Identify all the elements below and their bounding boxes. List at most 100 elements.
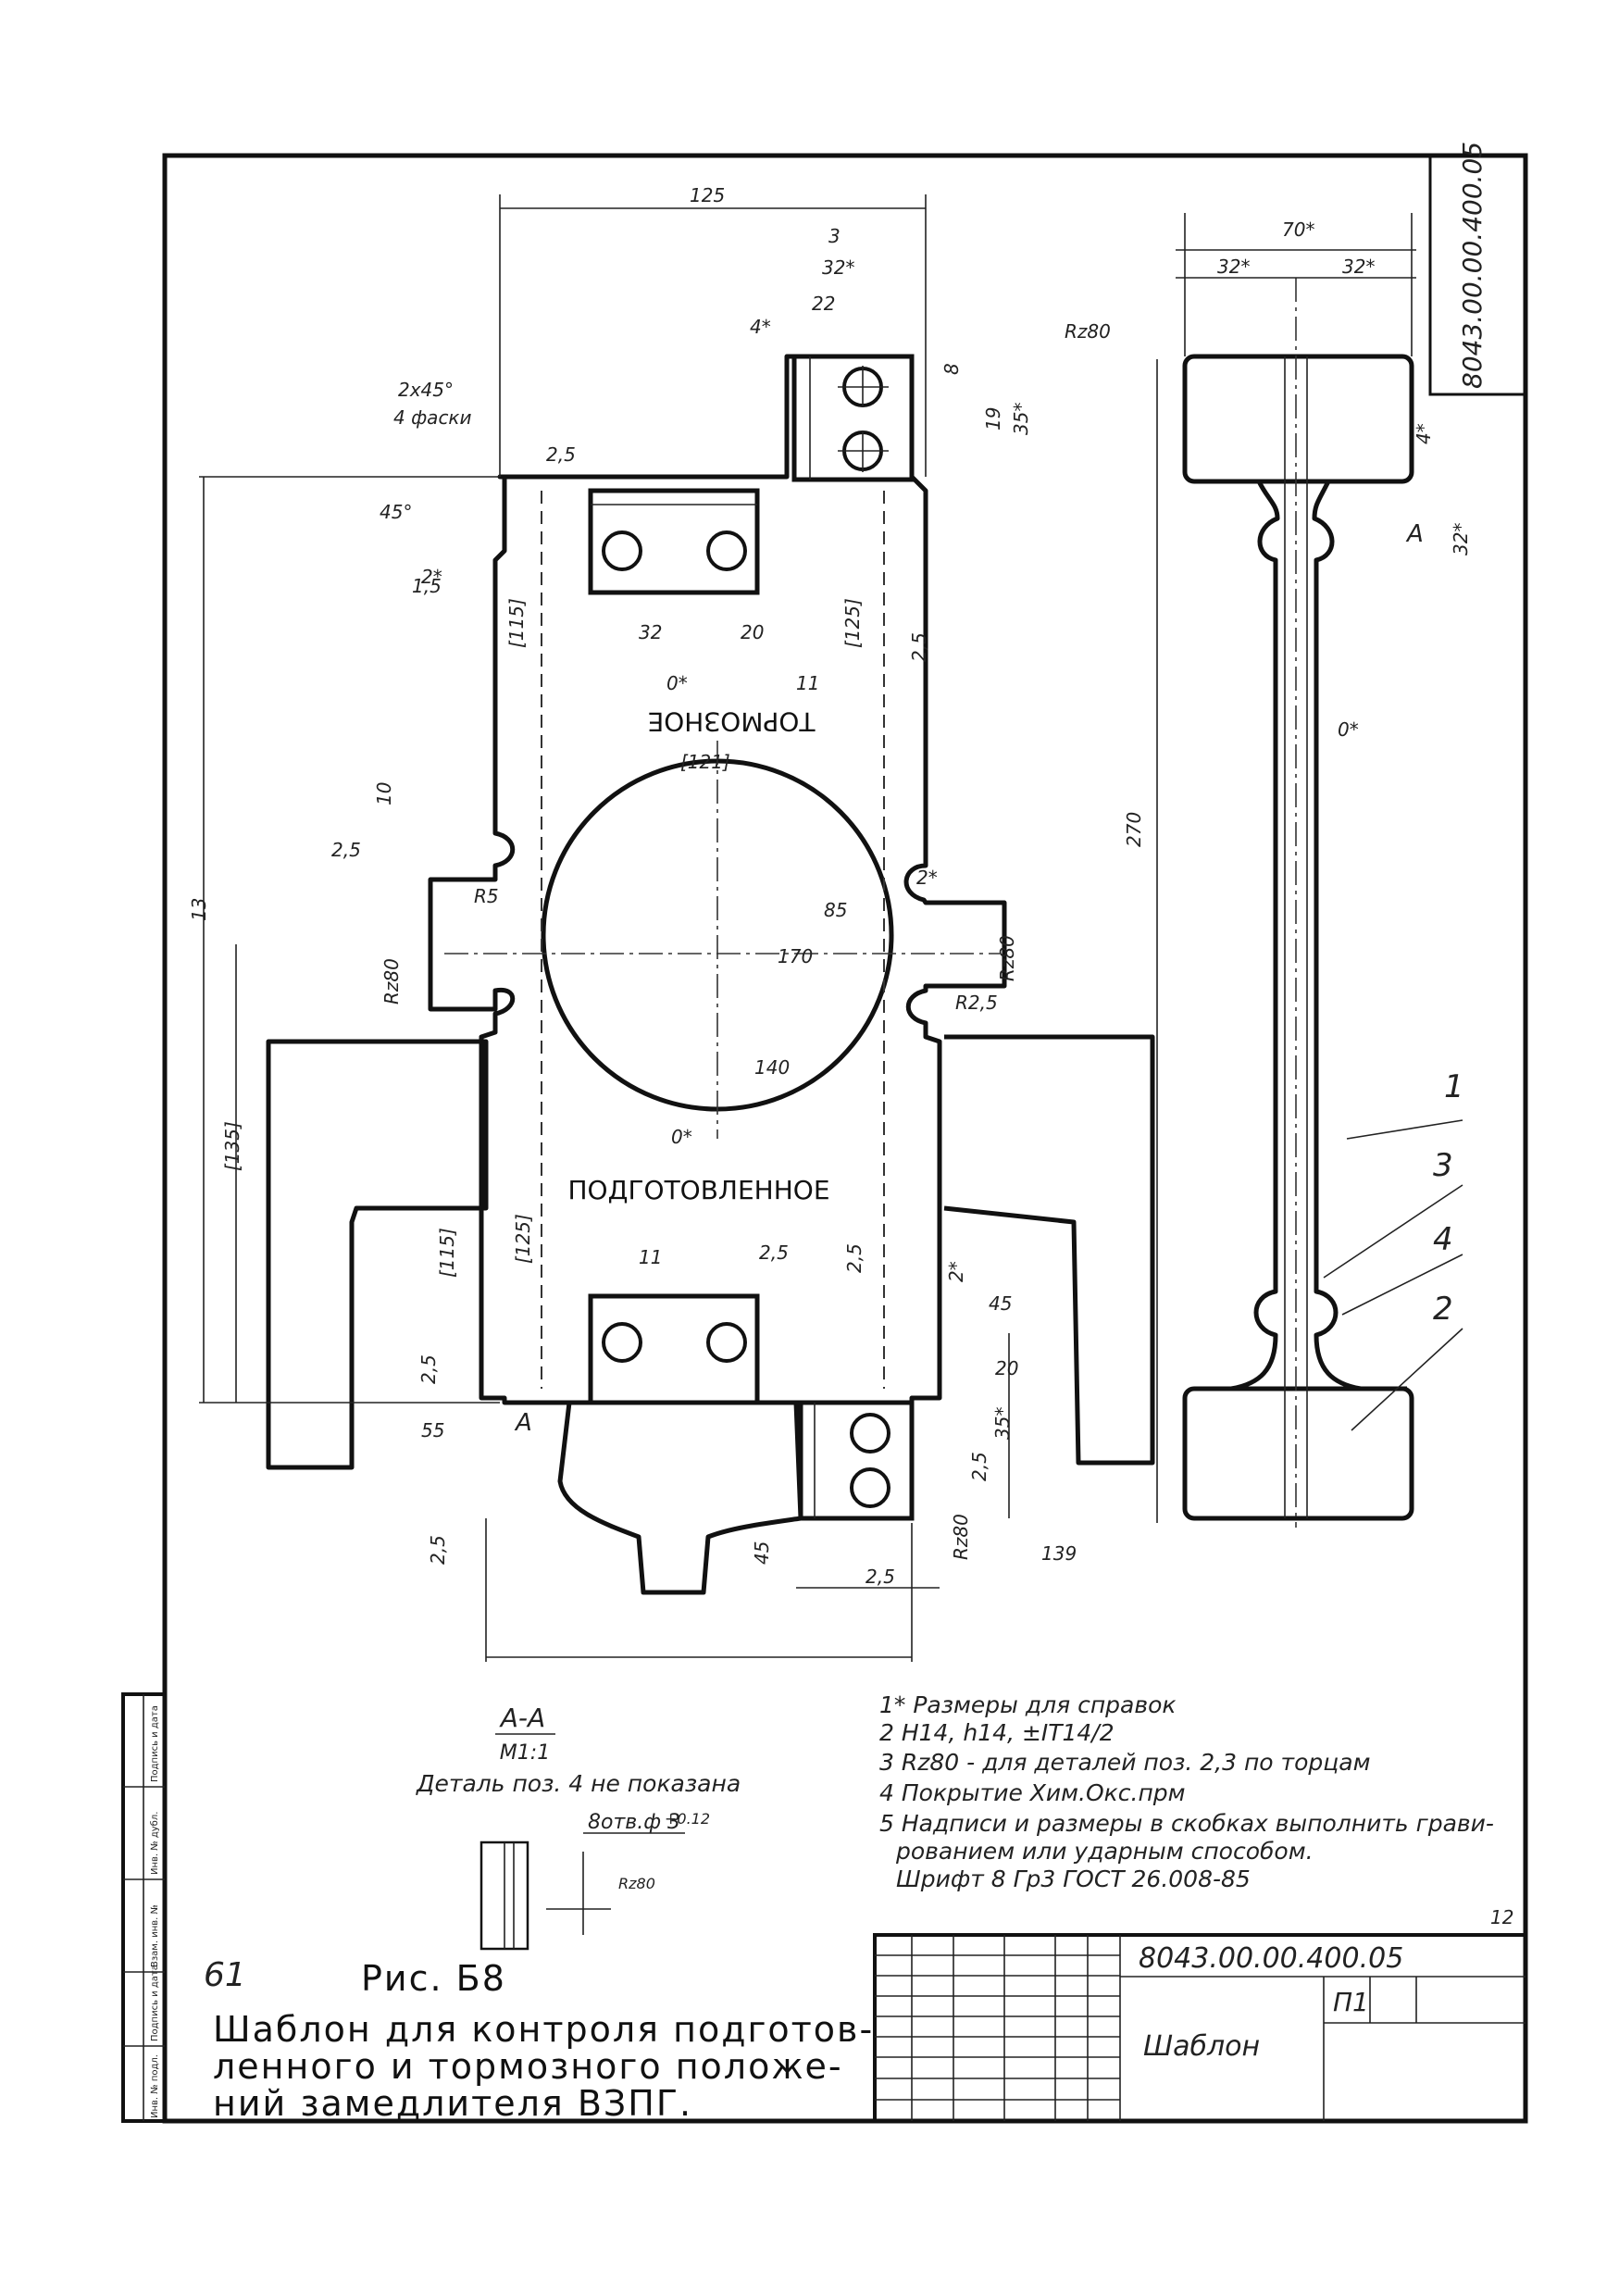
note-4: 4 Покрытие Хим.Окс.прм: [879, 1779, 1186, 1806]
note-1: 1* Размеры для справок: [879, 1691, 1177, 1718]
figure-title-line-1: Шаблон для контроля подготов-: [213, 2009, 874, 2050]
figure-title-line-3: ний замедлителя ВЗПГ.: [213, 2083, 692, 2124]
front-dim-20: 2,5: [908, 632, 930, 662]
title-block-name: Шаблон: [1143, 2030, 1260, 2063]
engraving-hole-tolerance: +0.12: [665, 1810, 710, 1828]
front-dim-36: 11: [639, 1246, 662, 1268]
front-dim-3: 22: [812, 293, 835, 315]
front-dim-28: Rz80: [996, 935, 1018, 981]
front-dim-16: 0*: [666, 672, 688, 694]
hole-lower-2: [706, 1322, 747, 1363]
callout-0: 1: [1444, 1068, 1464, 1105]
front-dim-45: 55: [421, 1419, 444, 1441]
margin-label-replace-inv: Взам. инв. №: [150, 1904, 160, 1967]
side-top-block: [1182, 354, 1414, 484]
margin-label-dup-inv: Инв. № дубл.: [150, 1812, 160, 1875]
front-dim-31: 140: [754, 1056, 790, 1079]
side-dim-6: 0*: [1338, 718, 1359, 741]
front-dim-11: 45°: [380, 501, 412, 523]
side-dim-4: 4*: [1413, 423, 1435, 444]
section-aa-note: Деталь поз. 4 не показана: [416, 1770, 741, 1797]
section-aa-scale: М1:1: [500, 1741, 550, 1765]
side-dim-0: 70*: [1282, 218, 1314, 241]
sheet-frame: [162, 153, 1528, 2124]
callout-2: 4: [1433, 1221, 1453, 1258]
sheet-number: 61: [204, 1956, 246, 1994]
top-plate: [791, 354, 915, 482]
hole-lower-1: [602, 1322, 642, 1363]
front-dim-8: 2x45°: [398, 379, 454, 401]
section-mark-front-a1: А: [514, 1409, 532, 1437]
front-dim-35: 0*: [671, 1126, 692, 1148]
note-3: 3 Rz80 - для деталей поз. 2,3 по торцам: [879, 1749, 1370, 1776]
callout-3: 2: [1433, 1291, 1453, 1328]
title-block-designation: 8043.00.00.400.05: [1139, 1942, 1403, 1975]
engraving-roughness: Rz80: [618, 1875, 655, 1892]
hole-upper-1: [602, 530, 642, 571]
note-5: 5 Надписи и размеры в скобках выполнить …: [879, 1810, 1494, 1837]
side-web: [1194, 480, 1407, 1391]
part-callouts: 1 3 4 2: [1433, 1068, 1464, 1328]
front-dim-27: 2*: [916, 867, 938, 889]
side-dim-1: 32*: [1217, 256, 1250, 278]
front-dim-47: 2,5: [968, 1452, 990, 1481]
hole-upper-2: [706, 530, 747, 571]
front-dim-23: 2,5: [331, 839, 361, 861]
front-dim-42: 45: [989, 1292, 1012, 1315]
title-block-grid: [875, 1935, 1120, 2121]
side-bottom-block: [1182, 1386, 1414, 1521]
note-5-continued: рованием или ударным способом.: [895, 1838, 1314, 1865]
front-dim-2: 32*: [822, 256, 854, 279]
front-dim-46: 35*: [991, 1407, 1014, 1440]
front-dim-41: 2*: [945, 1261, 967, 1282]
front-dim-37: 2,5: [759, 1242, 789, 1264]
front-dim-12: 2*: [421, 566, 442, 588]
lower-plate: [588, 1293, 760, 1405]
front-dim-4: 4*: [750, 316, 771, 338]
front-dim-18: [115]: [505, 598, 528, 648]
front-dim-13: 1,5: [412, 575, 442, 597]
margin-label-signature-bottom: Подпись и дата: [150, 1965, 160, 2041]
label-braking: ТОРМОЗНОЕ: [648, 706, 816, 737]
figure-caption: 61 Рис. Б8 Шаблон для контроля подготов-…: [204, 1956, 874, 2124]
front-dim-1: 3: [828, 225, 841, 247]
left-side-piece: [266, 1039, 489, 1470]
front-dim-0: 125: [690, 184, 725, 206]
left-margin-lines: [123, 1694, 165, 2121]
upper-plate: [588, 488, 760, 595]
callout-1: 3: [1433, 1147, 1453, 1184]
front-dim-48: 2,5: [427, 1535, 449, 1565]
front-dim-52: 139: [1041, 1542, 1077, 1565]
note-font: Шрифт 8 Гр3 ГОСТ 26.008-85: [896, 1866, 1251, 1892]
front-dim-30: Rz80: [380, 958, 403, 1004]
figure-number: Рис. Б8: [361, 1958, 506, 1999]
front-dim-50: 2,5: [866, 1566, 895, 1588]
drawing-number-box: [1428, 154, 1527, 396]
front-dim-14: 32: [639, 621, 662, 643]
side-dim-5: 32*: [1450, 523, 1472, 555]
front-dim-49: 45: [751, 1541, 773, 1565]
front-dim-44: 2,5: [417, 1354, 440, 1384]
hole-bottom-1: [850, 1413, 890, 1454]
front-dim-22: 10: [373, 782, 395, 805]
section-mark-side-a2: А: [1405, 520, 1424, 548]
front-dim-17: 11: [796, 672, 819, 694]
margin-label-orig-inv: Инв. № подл.: [150, 2054, 160, 2118]
figure-title-line-2: ленного и тормозного положе-: [213, 2046, 843, 2087]
front-dim-10: 2,5: [546, 443, 576, 466]
front-dim-9: 4 фаски: [393, 406, 472, 429]
engraving-hole-label: 8отв.ф 3: [588, 1811, 680, 1834]
side-dim-2: 32*: [1342, 256, 1375, 278]
hole-bottom-2: [850, 1467, 890, 1508]
front-dim-43: 20: [995, 1357, 1018, 1379]
front-dim-26: 170: [778, 945, 813, 967]
front-dim-6: 19: [982, 407, 1004, 430]
title-block-lit: П1: [1333, 1987, 1369, 2017]
note-2: 2 H14, h14, ±IT14/2: [879, 1719, 1115, 1746]
front-dim-39: [125]: [512, 1214, 534, 1264]
rail-profile: [557, 1400, 803, 1595]
